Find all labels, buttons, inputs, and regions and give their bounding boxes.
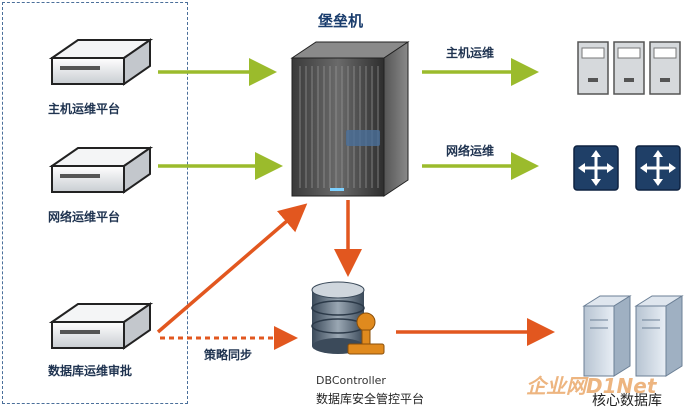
core-database-server-icons <box>582 295 684 377</box>
database-shield-icon <box>311 281 385 355</box>
dbcontroller-name: DBController <box>316 374 386 387</box>
platform-label-db-approval: 数据库运维审批 <box>48 364 133 378</box>
edge-label-network-ops: 网络运维 <box>446 144 495 158</box>
watermark: 企业网D1Net <box>526 374 657 398</box>
dbcontroller-subtitle: 数据库安全管控平台 <box>316 392 425 406</box>
edge-label-host-ops: 主机运维 <box>446 46 495 60</box>
host-server-icons <box>577 41 681 95</box>
edge-label-policy-sync: 策略同步 <box>204 348 253 362</box>
bastion-host-icon <box>290 41 410 197</box>
server-icon-host-platform <box>48 38 154 86</box>
core-db-label: 核心数据库 <box>592 393 662 409</box>
arrow-db-approval-to-bastion <box>156 203 308 334</box>
platform-label-host: 主机运维平台 <box>48 102 121 116</box>
platform-group-border <box>2 2 188 404</box>
platform-label-network: 网络运维平台 <box>48 210 121 224</box>
router-icons <box>573 145 681 191</box>
server-icon-network-platform <box>48 146 154 194</box>
bastion-title: 堡垒机 <box>318 12 364 30</box>
server-icon-db-approval <box>48 302 154 350</box>
